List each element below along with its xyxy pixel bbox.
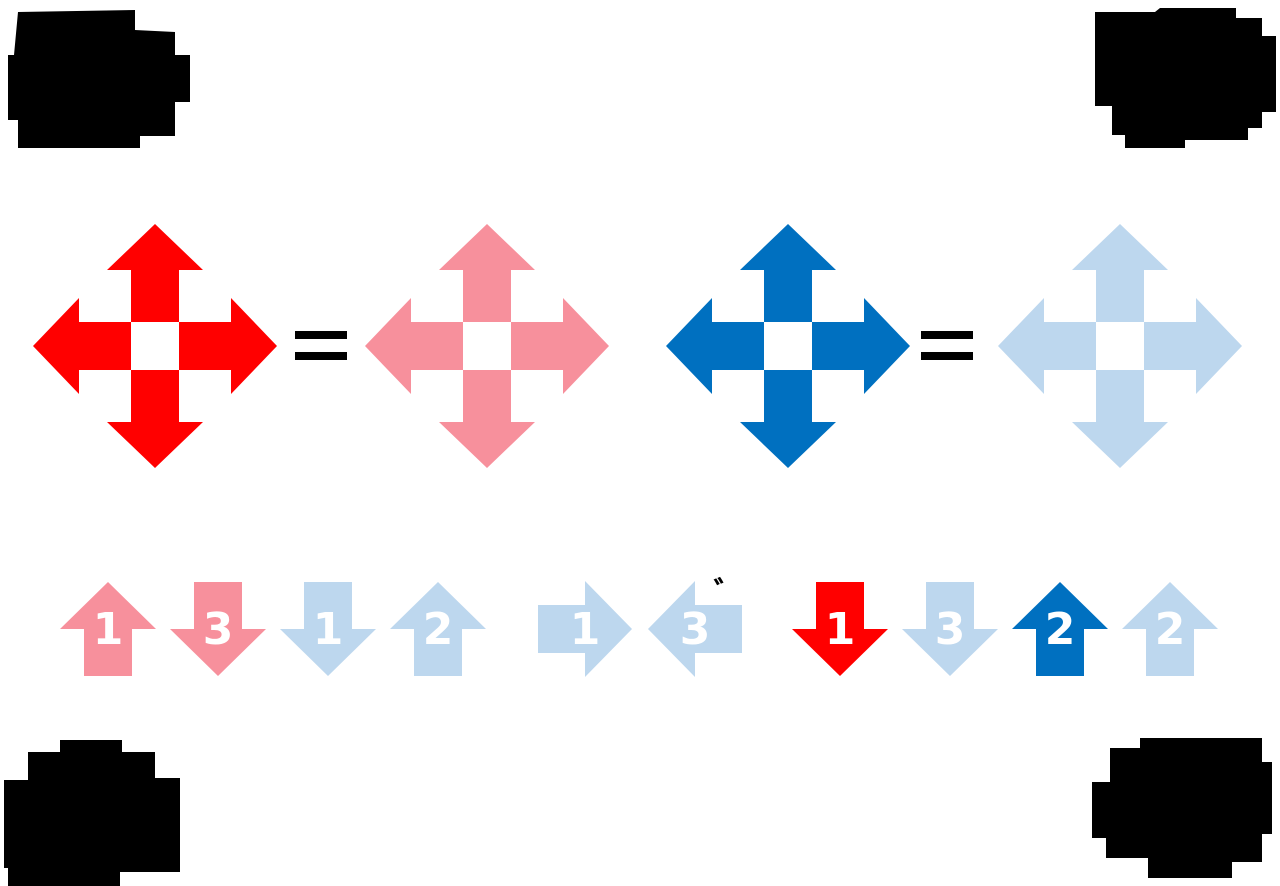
sequence-arrow-right: 1: [538, 581, 632, 677]
sequence-arrow-label: 2: [423, 604, 454, 655]
corner-blob-top-right: [1095, 8, 1276, 148]
sequence-arrow-left: 3゛: [648, 576, 744, 677]
sequence-arrow-up: 2: [1122, 582, 1218, 676]
sequence-arrow-down: 3: [902, 582, 998, 676]
four-way-arrow-red: [33, 224, 277, 468]
sequence-arrow-label: 1: [313, 604, 344, 655]
corner-blob-bottom-right: [1092, 738, 1272, 878]
four-way-arrow-light-blue: [998, 224, 1242, 468]
sequence-arrow-down: 3: [170, 582, 266, 676]
sequence-arrow-down: 1: [280, 582, 376, 676]
four-way-arrows: [33, 224, 1242, 468]
sequence-arrow-label: 2: [1045, 604, 1076, 655]
dakuten-mark: ゛: [713, 576, 744, 611]
corner-blob-top-left: [8, 10, 190, 148]
corner-blobs: [4, 8, 1276, 886]
sequence-arrow-label: 1: [93, 604, 124, 655]
sequence-arrow-label: 3: [203, 604, 234, 655]
corner-blob-bottom-left: [4, 740, 180, 886]
sequence-arrow-label: 3: [680, 604, 711, 655]
sequence-arrow-label: 2: [1155, 604, 1186, 655]
equals-sign: [921, 331, 973, 360]
sequence-arrow-label: 3: [935, 604, 966, 655]
four-way-arrow-pink: [365, 224, 609, 468]
four-way-arrow-blue: [666, 224, 910, 468]
sequence-arrow-label: 1: [570, 604, 601, 655]
sequence-arrow-up: 2: [1012, 582, 1108, 676]
sequence-arrow-up: 1: [60, 582, 156, 676]
sequence-arrow-up: 2: [390, 582, 486, 676]
sequence-arrow-label: 1: [825, 604, 856, 655]
sequence-arrow-down: 1: [792, 582, 888, 676]
equals-sign: [295, 331, 347, 360]
